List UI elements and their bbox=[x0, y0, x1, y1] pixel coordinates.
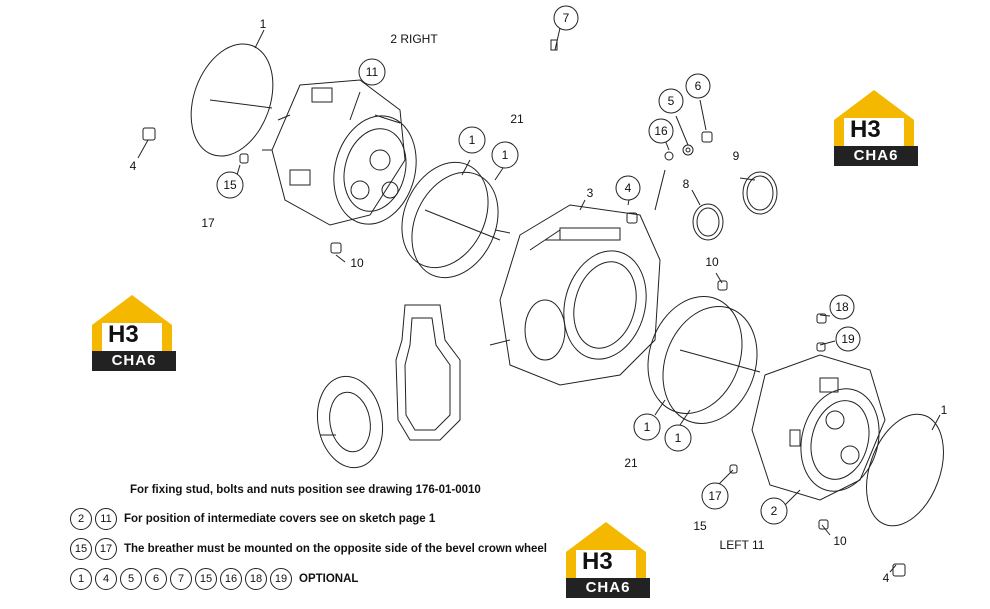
callout-1c-label: 1 bbox=[502, 148, 509, 162]
note-optional: OPTIONAL bbox=[299, 573, 359, 585]
logo-text: CHA6 bbox=[92, 351, 176, 371]
callout-19 bbox=[835, 326, 861, 352]
o-ring-left bbox=[190, 43, 274, 157]
callout-7 bbox=[553, 5, 579, 31]
watermark-logo-top-right: H3 CHA6 bbox=[834, 90, 918, 168]
callout-1b bbox=[458, 126, 486, 154]
callout-1e bbox=[664, 424, 692, 452]
callout-1f-label: 1 bbox=[941, 403, 948, 417]
callout-16-label: 16 bbox=[654, 124, 668, 138]
callout-1a-label: 1 bbox=[260, 17, 267, 31]
callout-11a bbox=[358, 58, 386, 86]
note-circle: 17 bbox=[95, 538, 117, 560]
callout-5-label: 5 bbox=[668, 94, 675, 108]
gasket bbox=[395, 304, 461, 441]
note-breather: The breather must be mounted on the oppo… bbox=[124, 543, 548, 555]
o-ring-pair-c bbox=[647, 296, 743, 414]
note-circle: 2 bbox=[70, 508, 92, 530]
callout-18 bbox=[829, 294, 855, 320]
callout-21a-label: 21 bbox=[510, 112, 524, 126]
note-row-optional: 1 4 5 6 7 15 16 18 19 OPTIONAL bbox=[70, 568, 358, 590]
callout-19-label: 19 bbox=[841, 332, 855, 346]
note-circle: 7 bbox=[170, 568, 192, 590]
callout-21b-label: 21 bbox=[624, 456, 638, 470]
note-circle: 16 bbox=[220, 568, 242, 590]
o-ring-pair-d bbox=[662, 306, 758, 424]
watermark-logo-left: H3 CHA6 bbox=[92, 295, 176, 373]
central-housing bbox=[499, 204, 661, 386]
callout-6-label: 6 bbox=[695, 79, 702, 93]
callout-15a-label: 15 bbox=[223, 178, 237, 192]
callout-3-label: 3 bbox=[587, 186, 594, 200]
ring-8 bbox=[692, 203, 724, 241]
small-plugs bbox=[142, 39, 906, 577]
cover-plate bbox=[316, 375, 384, 469]
callout-9-label: 9 bbox=[733, 149, 740, 163]
note-circle: 19 bbox=[270, 568, 292, 590]
callout-left11-label: LEFT 11 bbox=[720, 538, 765, 552]
callout-10b-label: 10 bbox=[705, 255, 719, 269]
logo-mark: H3 bbox=[850, 116, 881, 143]
housing-right bbox=[262, 79, 417, 226]
housing-left bbox=[751, 354, 886, 501]
note-row-breather: 15 17 The breather must be mounted on th… bbox=[70, 538, 547, 560]
o-ring-pair-b bbox=[411, 171, 499, 279]
note-circle: 18 bbox=[245, 568, 267, 590]
note-circle: 5 bbox=[120, 568, 142, 590]
callout-6 bbox=[685, 73, 711, 99]
note-circle: 15 bbox=[70, 538, 92, 560]
callout-15b-label: 15 bbox=[693, 519, 707, 533]
note-intermediate-covers: For position of intermediate covers see … bbox=[124, 513, 436, 525]
callout-4c-label: 4 bbox=[883, 571, 890, 585]
callout-4a-label: 4 bbox=[130, 159, 137, 173]
callout-1e-label: 1 bbox=[675, 431, 682, 445]
callout-11a-label: 11 bbox=[366, 65, 379, 79]
callout-8-label: 8 bbox=[683, 177, 690, 191]
callout-17b-label: 17 bbox=[708, 489, 722, 503]
callout-2 bbox=[760, 497, 788, 525]
callout-7-label: 7 bbox=[563, 11, 570, 25]
callout-5 bbox=[658, 88, 684, 114]
callout-10c-label: 10 bbox=[833, 534, 847, 548]
logo-mark: H3 bbox=[582, 548, 613, 575]
logo-mark: H3 bbox=[108, 321, 139, 348]
note-circle: 11 bbox=[95, 508, 117, 530]
callout-17b bbox=[701, 482, 729, 510]
callout-1d-label: 1 bbox=[644, 420, 651, 434]
callout-17a-label: 17 bbox=[201, 216, 215, 230]
note-row-intermediate-covers: 2 11 For position of intermediate covers… bbox=[70, 508, 435, 530]
callout-2right-label: 2 RIGHT bbox=[390, 32, 438, 46]
callout-4b-label: 4 bbox=[625, 181, 632, 195]
note-fixing-stud: For fixing stud, bolts and nuts position… bbox=[130, 484, 481, 496]
note-circle: 15 bbox=[195, 568, 217, 590]
note-circle: 6 bbox=[145, 568, 167, 590]
callout-10a-label: 10 bbox=[350, 256, 364, 270]
callout-circles bbox=[216, 5, 861, 525]
callout-1d bbox=[633, 413, 661, 441]
callout-15a bbox=[216, 171, 244, 199]
o-ring-right bbox=[866, 413, 944, 527]
callout-4b bbox=[615, 175, 641, 201]
watermark-logo-bottom: H3 CHA6 bbox=[566, 522, 650, 600]
logo-text: CHA6 bbox=[566, 578, 650, 598]
logo-text: CHA6 bbox=[834, 146, 918, 166]
callout-18-label: 18 bbox=[835, 300, 849, 314]
note-circle: 4 bbox=[95, 568, 117, 590]
snap-ring-9 bbox=[742, 171, 778, 215]
o-ring-pair-a bbox=[401, 161, 489, 269]
callout-1b-label: 1 bbox=[469, 133, 476, 147]
callout-2-label: 2 bbox=[771, 504, 778, 518]
callout-16 bbox=[648, 118, 674, 144]
note-circle: 1 bbox=[70, 568, 92, 590]
callout-1c bbox=[491, 141, 519, 169]
